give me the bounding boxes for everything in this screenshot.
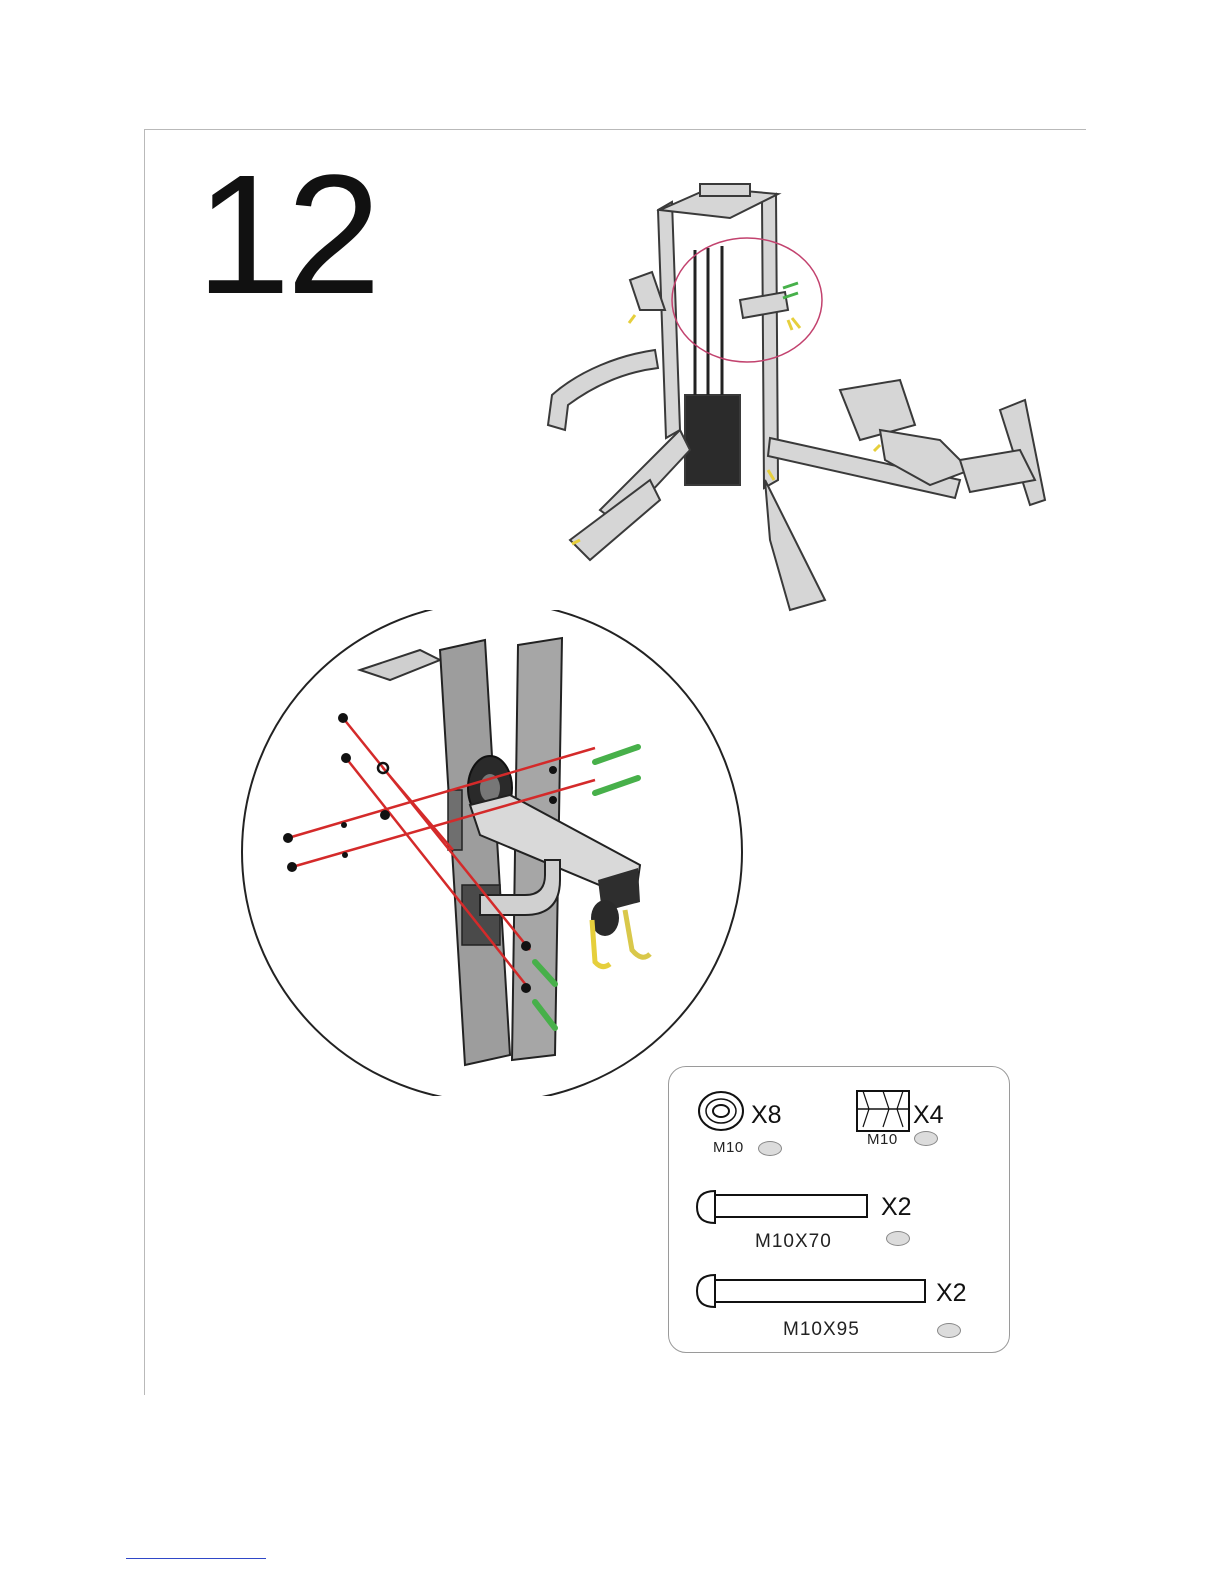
- washer-quantity: X8: [751, 1101, 782, 1130]
- bolt-short-size: M10X70: [755, 1231, 832, 1253]
- pulley-arm-detail-illustration: [240, 610, 746, 1096]
- bolt-short-check-mark[interactable]: [886, 1231, 910, 1246]
- washer-size: M10: [713, 1139, 744, 1156]
- washer-check-mark[interactable]: [758, 1141, 782, 1156]
- page-frame-left-line: [144, 129, 145, 1395]
- bolt-short-icon: [695, 1187, 875, 1227]
- nut-check-mark[interactable]: [914, 1131, 938, 1146]
- nut-size: M10: [867, 1131, 898, 1148]
- bolt-long-size: M10X95: [783, 1319, 860, 1341]
- bolt-short-quantity: X2: [881, 1193, 912, 1222]
- washer-icon: [697, 1089, 749, 1133]
- bolt-long-icon: [695, 1271, 931, 1311]
- page-frame-top-line: [144, 129, 1086, 130]
- machine-overview-illustration: [540, 180, 1060, 620]
- hardware-parts-box: X8 M10 X4 M10 X2 M10X70 X2 M10X95: [668, 1066, 1010, 1353]
- footer-link-underline: [126, 1558, 266, 1559]
- lock-nut-icon: [855, 1089, 913, 1135]
- bolt-long-quantity: X2: [936, 1279, 967, 1308]
- step-number: 12: [196, 150, 377, 320]
- nut-quantity: X4: [913, 1101, 944, 1130]
- bolt-long-check-mark[interactable]: [937, 1323, 961, 1338]
